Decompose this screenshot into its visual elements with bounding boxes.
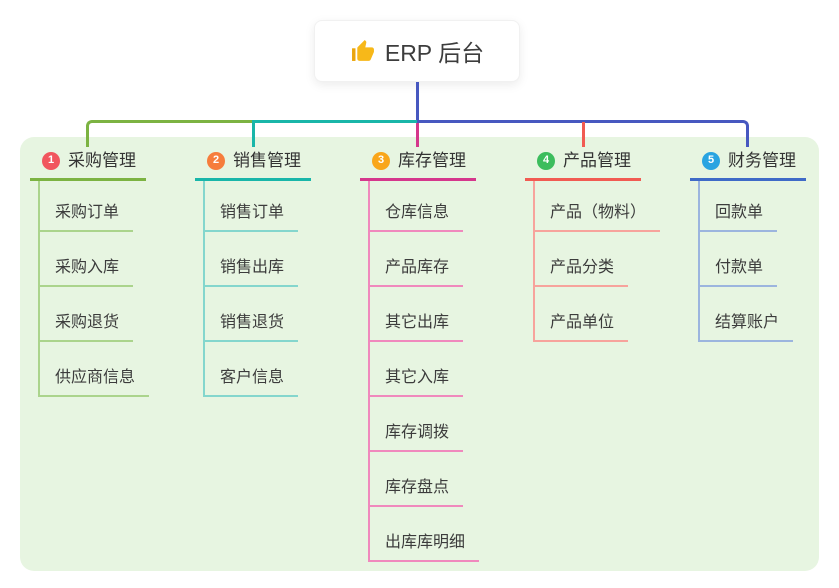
connector-bus-right bbox=[417, 120, 749, 147]
child-node-label: 产品分类 bbox=[550, 259, 615, 276]
child-node[interactable]: 供应商信息 bbox=[38, 368, 150, 397]
branch-label: 产品管理 bbox=[563, 151, 631, 170]
child-node[interactable]: 仓库信息 bbox=[368, 203, 464, 232]
child-node-label: 库存盘点 bbox=[385, 479, 450, 496]
branches-panel bbox=[20, 137, 819, 571]
child-node[interactable]: 结算账户 bbox=[698, 313, 794, 342]
child-node[interactable]: 回款单 bbox=[698, 203, 778, 232]
child-node-label: 采购入库 bbox=[55, 259, 120, 276]
branch-node-1[interactable]: 1 采购管理 bbox=[30, 150, 146, 181]
child-node[interactable]: 库存调拨 bbox=[368, 423, 464, 452]
branch-label: 采购管理 bbox=[68, 151, 136, 170]
connector-drop-inventory bbox=[416, 123, 419, 147]
branch-label: 销售管理 bbox=[233, 151, 301, 170]
child-node-label: 回款单 bbox=[715, 204, 764, 221]
branch-number-badge: 1 bbox=[42, 151, 60, 170]
thumbs-up-icon bbox=[351, 39, 374, 61]
child-node[interactable]: 出库库明细 bbox=[368, 533, 480, 562]
branch-number-badge: 5 bbox=[702, 151, 720, 170]
branch-number-badge: 2 bbox=[207, 151, 225, 170]
branch-trunk-line bbox=[368, 181, 370, 562]
child-node[interactable]: 销售出库 bbox=[203, 258, 299, 287]
child-node-label: 供应商信息 bbox=[55, 369, 136, 386]
child-node-label: 采购订单 bbox=[55, 204, 120, 221]
child-node-label: 其它入库 bbox=[385, 369, 450, 386]
child-node[interactable]: 其它出库 bbox=[368, 313, 464, 342]
branch-label: 财务管理 bbox=[728, 151, 796, 170]
child-node-label: 销售退货 bbox=[220, 314, 285, 331]
child-node[interactable]: 销售订单 bbox=[203, 203, 299, 232]
child-node-label: 产品单位 bbox=[550, 314, 615, 331]
child-node[interactable]: 付款单 bbox=[698, 258, 778, 287]
connector-bus-mid bbox=[252, 120, 417, 147]
root-node-label: ERP 后台 bbox=[384, 40, 485, 66]
child-node[interactable]: 销售退货 bbox=[203, 313, 299, 342]
child-node-label: 产品（物料） bbox=[550, 204, 647, 221]
branch-label: 库存管理 bbox=[398, 151, 466, 170]
child-node-label: 出库库明细 bbox=[385, 534, 466, 551]
root-connector-line bbox=[416, 82, 419, 121]
child-node[interactable]: 采购入库 bbox=[38, 258, 134, 287]
child-node-label: 销售出库 bbox=[220, 259, 285, 276]
connector-bus-left bbox=[86, 120, 252, 147]
child-node-label: 销售订单 bbox=[220, 204, 285, 221]
child-node[interactable]: 采购退货 bbox=[38, 313, 134, 342]
child-node-label: 客户信息 bbox=[220, 369, 285, 386]
child-node-label: 付款单 bbox=[715, 259, 764, 276]
child-node-label: 其它出库 bbox=[385, 314, 450, 331]
child-node[interactable]: 产品分类 bbox=[533, 258, 629, 287]
branch-trunk-line bbox=[533, 181, 535, 342]
child-node-label: 结算账户 bbox=[715, 314, 780, 331]
branch-node-2[interactable]: 2 销售管理 bbox=[195, 150, 311, 181]
child-node[interactable]: 产品（物料） bbox=[533, 203, 661, 232]
root-node[interactable]: ERP 后台 bbox=[314, 20, 520, 82]
child-node-label: 产品库存 bbox=[385, 259, 450, 276]
child-node[interactable]: 库存盘点 bbox=[368, 478, 464, 507]
branch-number-badge: 3 bbox=[372, 151, 390, 170]
child-node[interactable]: 产品库存 bbox=[368, 258, 464, 287]
branch-node-4[interactable]: 4 产品管理 bbox=[525, 150, 641, 181]
child-node[interactable]: 其它入库 bbox=[368, 368, 464, 397]
branch-trunk-line bbox=[203, 181, 205, 397]
child-node-label: 仓库信息 bbox=[385, 204, 450, 221]
branch-node-3[interactable]: 3 库存管理 bbox=[360, 150, 476, 181]
child-node-label: 采购退货 bbox=[55, 314, 120, 331]
child-node-label: 库存调拨 bbox=[385, 424, 450, 441]
child-node[interactable]: 产品单位 bbox=[533, 313, 629, 342]
branch-trunk-line bbox=[698, 181, 700, 342]
branch-node-5[interactable]: 5 财务管理 bbox=[690, 150, 806, 181]
branch-trunk-line bbox=[38, 181, 40, 397]
child-node[interactable]: 采购订单 bbox=[38, 203, 134, 232]
child-node[interactable]: 客户信息 bbox=[203, 368, 299, 397]
connector-drop-product bbox=[582, 122, 585, 147]
branch-number-badge: 4 bbox=[537, 151, 555, 170]
